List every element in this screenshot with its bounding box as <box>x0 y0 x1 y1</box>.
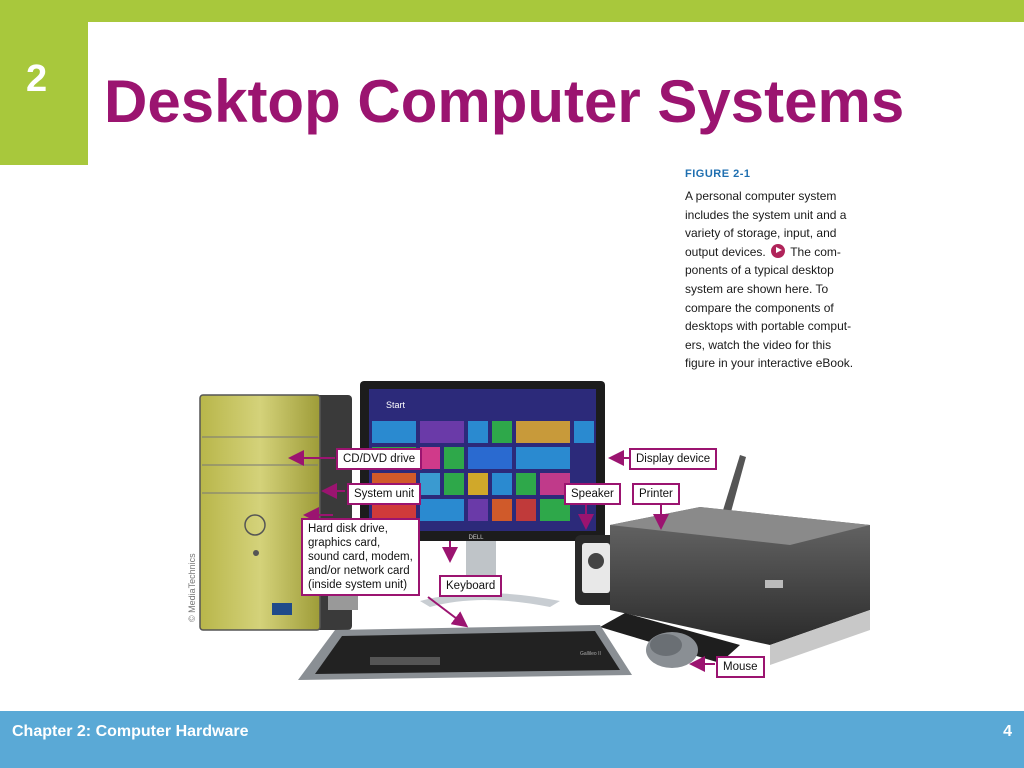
callout-hard-disk-line: and/or network card <box>308 565 410 577</box>
play-video-icon[interactable] <box>771 243 786 258</box>
start-screen-text: Start <box>386 400 406 410</box>
callout-mouse: Mouse <box>716 656 765 678</box>
printer <box>600 455 870 665</box>
keyboard-brand: Gallileo II <box>580 651 601 657</box>
top-accent-bar <box>0 0 1024 22</box>
caption-line: desktops with portable comput- <box>685 319 852 334</box>
caption-line: ers, watch the video for this <box>685 337 832 352</box>
monitor: Start DELL <box>360 381 605 607</box>
start-screen-tiles <box>372 421 594 521</box>
caption-line: compare the components of <box>685 300 834 315</box>
slide-title: Desktop Computer Systems <box>104 68 905 135</box>
callout-speaker: Speaker <box>564 483 621 505</box>
chapter-number: 2 <box>26 58 48 100</box>
monitor-brand: DELL <box>468 535 484 541</box>
callout-printer: Printer <box>632 483 680 505</box>
figure-label: FIGURE 2-1 <box>685 168 751 180</box>
callout-hard-disk-line: graphics card, <box>308 537 381 549</box>
caption-line: The com- <box>790 244 841 259</box>
callout-hard-disk: Hard disk drive, graphics card, sound ca… <box>301 518 420 596</box>
keyboard: Gallileo II <box>298 625 632 680</box>
callout-cd-dvd-drive: CD/DVD drive <box>336 448 423 470</box>
figure-caption: A personal computer system includes the … <box>685 187 885 373</box>
desktop-system-illustration: Start DELL <box>199 381 870 680</box>
caption-line: A personal computer system <box>685 189 837 203</box>
speaker <box>575 535 617 605</box>
callout-hard-disk-line: sound card, modem, <box>308 551 413 563</box>
footer-bar <box>0 711 1024 768</box>
caption-line: ponents of a typical desktop <box>685 263 834 278</box>
mouse <box>646 632 698 668</box>
caption-line: figure in your interactive eBook. <box>685 356 854 371</box>
caption-line: includes the system unit and a <box>685 207 847 222</box>
callout-arrows <box>288 450 715 672</box>
callout-hard-disk-line: (inside system unit) <box>308 579 408 591</box>
callout-system-unit: System unit <box>347 483 422 505</box>
page-number: 4 <box>1003 723 1012 740</box>
callout-keyboard: Keyboard <box>439 575 503 597</box>
callout-display-device: Display device <box>629 448 718 470</box>
chapter-tab <box>0 22 88 165</box>
caption-line-with-play: output devices. The com- <box>685 243 885 262</box>
footer-chapter-label: Chapter 2: Computer Hardware <box>12 723 249 740</box>
callout-hard-disk-line: Hard disk drive, <box>308 523 388 535</box>
caption-line: variety of storage, input, and <box>685 226 837 241</box>
caption-line: system are shown here. To <box>685 281 829 296</box>
image-credit: © MediaTechnics <box>187 553 197 622</box>
caption-line: output devices. <box>685 244 766 259</box>
